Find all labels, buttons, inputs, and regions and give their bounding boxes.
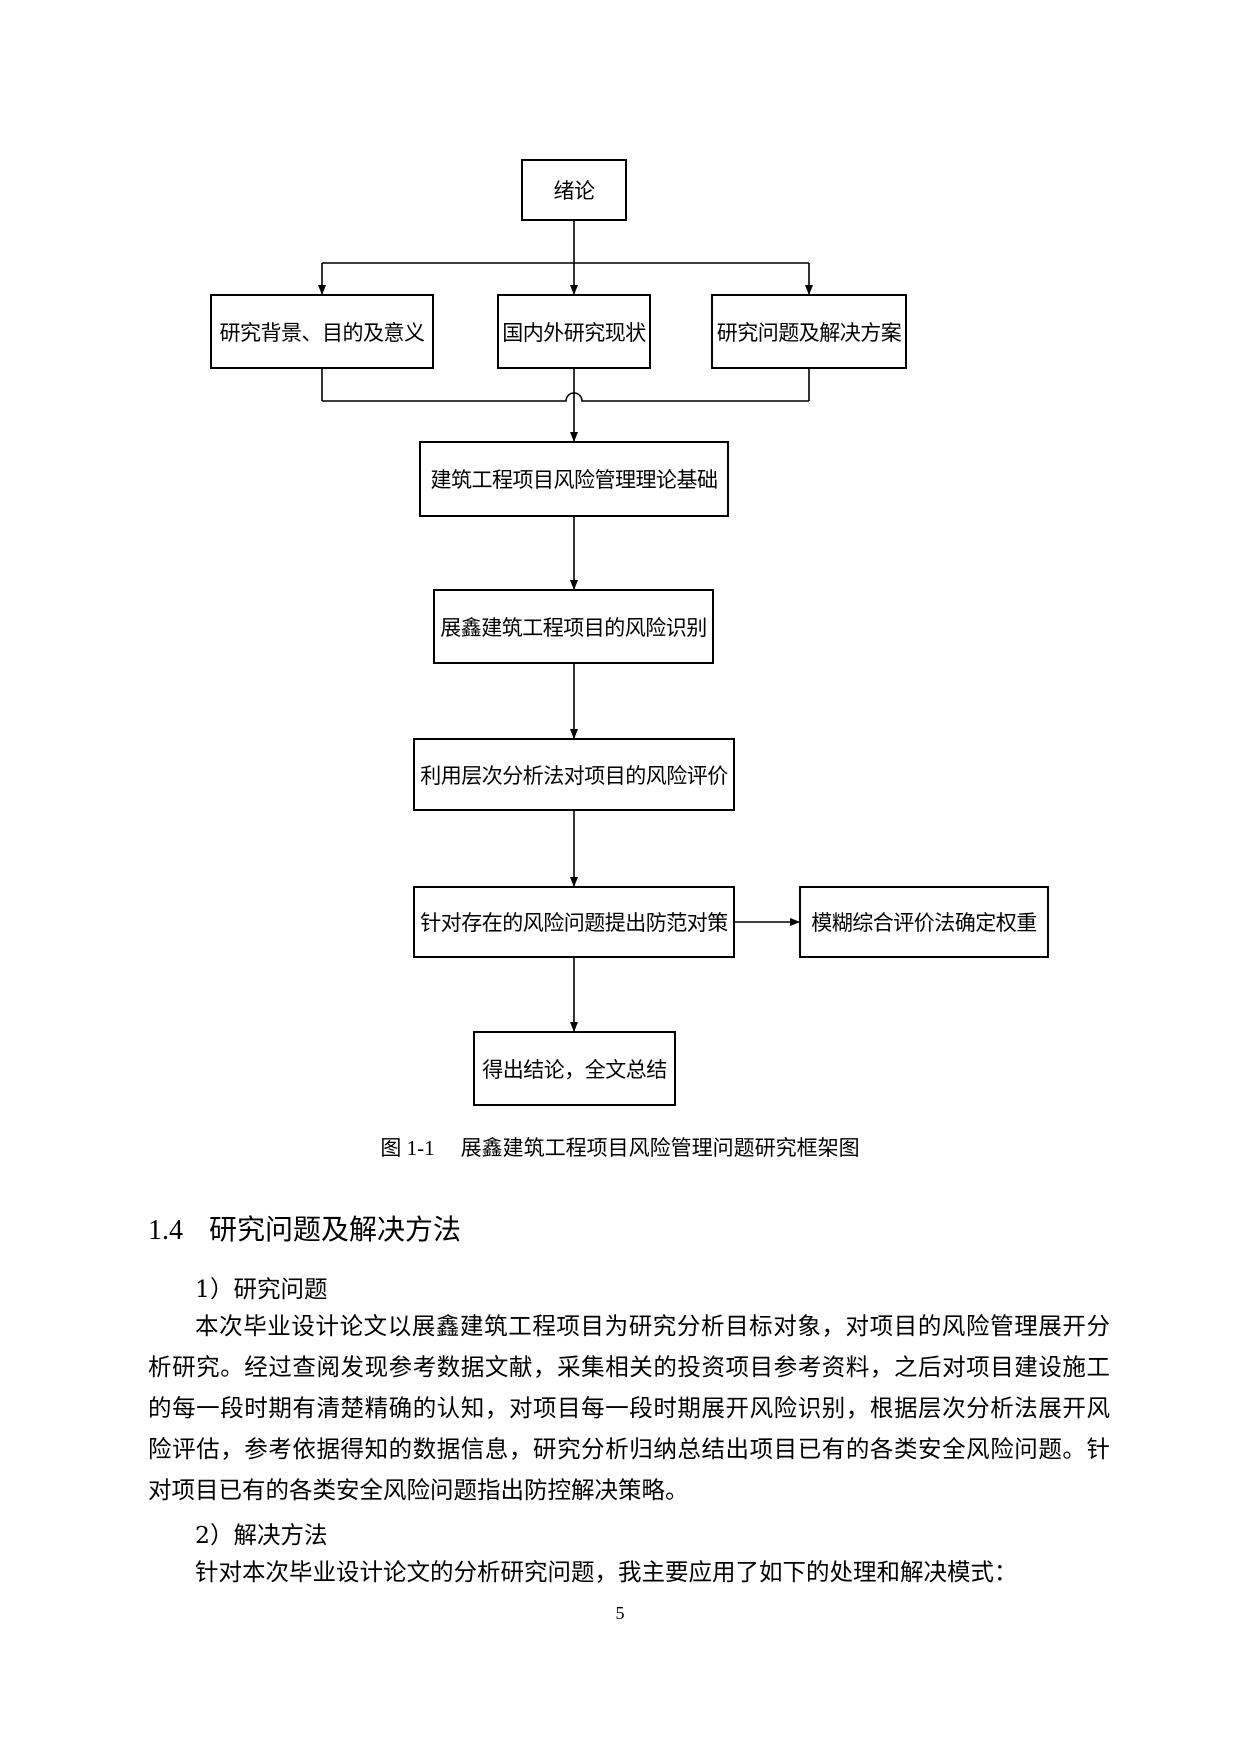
section-number: 1.4 xyxy=(148,1215,183,1246)
flow-box-conclusion: 得出结论，全文总结 xyxy=(473,1031,676,1106)
connector-merge-horizontal xyxy=(322,392,809,402)
figure-caption: 图 1-1 展鑫建筑工程项目风险管理问题研究框架图 xyxy=(0,1132,1240,1162)
flow-box-countermeasures: 针对存在的风险问题提出防范对策 xyxy=(413,886,735,958)
flow-box-identification: 展鑫建筑工程项目的风险识别 xyxy=(433,589,714,664)
page-number: 5 xyxy=(615,1603,625,1623)
flow-box-status: 国内外研究现状 xyxy=(497,294,651,369)
flow-box-theory-label: 建筑工程项目风险管理理论基础 xyxy=(430,468,719,492)
flow-box-conclusion-label: 得出结论，全文总结 xyxy=(482,1057,667,1082)
figure-title: 展鑫建筑工程项目风险管理问题研究框架图 xyxy=(460,1136,860,1160)
subsection-heading-2: 2）解决方法 xyxy=(195,1521,328,1549)
flow-box-countermeasures-label: 针对存在的风险问题提出防范对策 xyxy=(420,911,728,935)
flow-box-intro-label: 绪论 xyxy=(553,179,596,203)
flow-box-fuzzy: 模糊综合评价法确定权重 xyxy=(799,886,1049,958)
paragraph-1: 本次毕业设计论文以展鑫建筑工程项目为研究分析目标对象，对项目的风险管理展开分析研… xyxy=(148,1312,1110,1504)
flow-box-problems: 研究问题及解决方案 xyxy=(711,294,907,369)
flow-box-intro: 绪论 xyxy=(521,159,627,221)
flow-box-fuzzy-label: 模糊综合评价法确定权重 xyxy=(811,911,1037,935)
section-heading: 1.4 研究问题及解决方法 xyxy=(148,1208,461,1248)
flow-box-status-label: 国内外研究现状 xyxy=(502,320,646,345)
flow-box-problems-label: 研究问题及解决方案 xyxy=(716,320,902,345)
flowchart-connectors xyxy=(318,221,813,1032)
subsection-heading-1: 1）研究问题 xyxy=(195,1275,328,1303)
flow-box-theory: 建筑工程项目风险管理理论基础 xyxy=(419,441,729,517)
flow-box-evaluation: 利用层次分析法对项目的风险评价 xyxy=(413,738,735,811)
flow-box-background: 研究背景、目的及意义 xyxy=(210,294,434,369)
flow-box-identification-label: 展鑫建筑工程项目的风险识别 xyxy=(440,615,707,640)
figure-number: 图 1-1 xyxy=(380,1136,435,1160)
section-title: 研究问题及解决方法 xyxy=(209,1213,462,1246)
flow-box-background-label: 研究背景、目的及意义 xyxy=(219,320,426,345)
flow-box-evaluation-label: 利用层次分析法对项目的风险评价 xyxy=(420,763,728,788)
paragraph-2: 针对本次毕业设计论文的分析研究问题，我主要应用了如下的处理和解决模式： xyxy=(195,1558,1018,1586)
